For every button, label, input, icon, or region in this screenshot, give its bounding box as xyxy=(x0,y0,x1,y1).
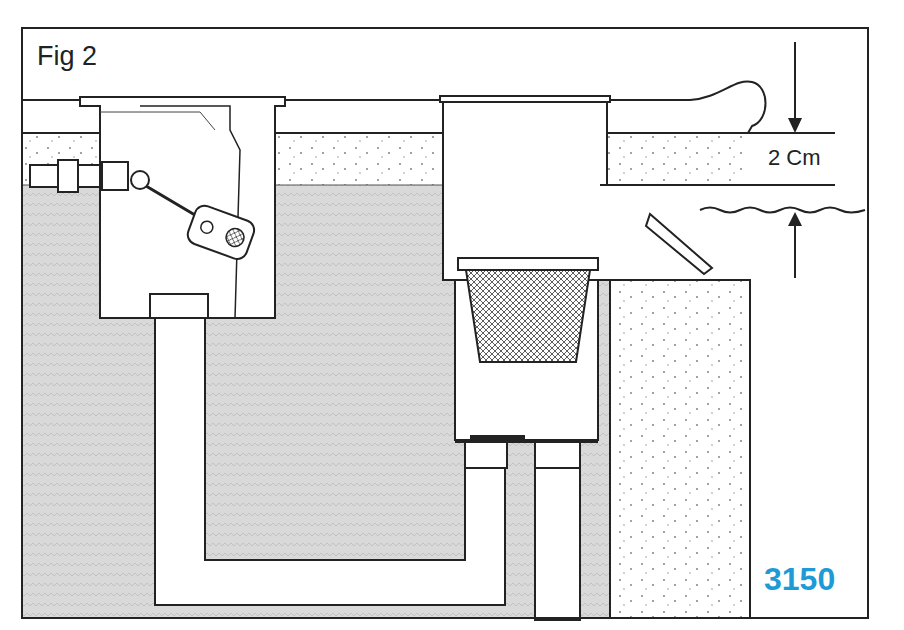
dimension-lines xyxy=(600,42,835,278)
figure-frame xyxy=(22,28,868,618)
suction-pipe xyxy=(535,468,580,620)
balance-pipe xyxy=(155,318,505,605)
leveler-box xyxy=(30,97,285,318)
skimmer-body xyxy=(440,96,750,468)
dimension-label: 2 Cm xyxy=(766,146,823,170)
concrete-band xyxy=(607,133,750,185)
pool-wall xyxy=(610,280,750,618)
figure-label: Fig 2 xyxy=(35,42,99,72)
model-number: 3150 xyxy=(762,562,837,597)
pipe-socket xyxy=(150,294,208,318)
water-line xyxy=(700,208,865,213)
